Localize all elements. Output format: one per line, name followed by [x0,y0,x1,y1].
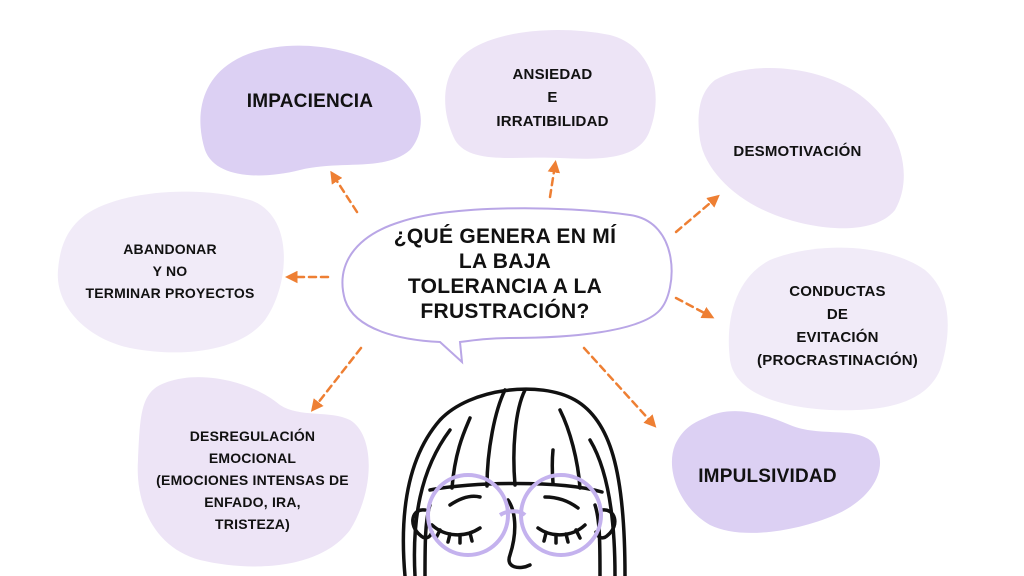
node-abandonar: ABANDONAR Y NO TERMINAR PROYECTOS [85,241,255,301]
blob-ansiedad [445,30,656,159]
glasses-icon [426,473,603,557]
blob-impulsividad [671,411,881,533]
blob-desmotivacion [698,68,904,229]
arrow-to-conductas [674,296,715,319]
girl-illustration [401,387,627,576]
arrow-to-ansiedad [547,160,561,199]
node-impaciencia: IMPACIENCIA [246,91,374,113]
node-conductas: CONDUCTAS DE EVITACIÓN (PROCRASTINACIÓN) [757,282,918,370]
speech-bubble [341,207,673,365]
arrow-to-impaciencia [330,170,359,214]
node-desregulacion: DESREGULACIÓN EMOCIONAL (EMOCIONES INTEN… [156,427,349,533]
arrow-to-desregulacion [310,346,363,412]
node-ansiedad: ANSIEDAD E IRRATIBILIDAD [496,66,609,130]
blob-desregulacion [137,377,369,567]
node-impulsividad: IMPULSIVIDAD [698,466,837,488]
arrow-to-impulsividad [582,346,657,428]
central-question: ¿QUÉ GENERA EN MÍ LA BAJA TOLERANCIA A L… [393,224,617,324]
arrow-to-desmotivacion [674,194,720,234]
blob-impaciencia [200,45,421,176]
blob-conductas [728,247,948,411]
node-desmotivacion: DESMOTIVACIÓN [733,142,862,160]
blob-abandonar [57,191,284,353]
